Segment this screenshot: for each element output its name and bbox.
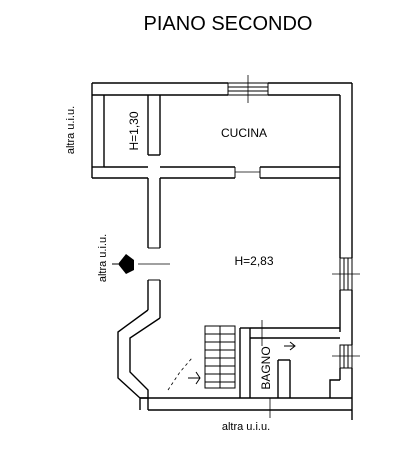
stair-wall <box>117 309 161 410</box>
room-label-bagno: BAGNO <box>259 346 273 389</box>
inner-wall-left <box>138 178 170 318</box>
window-right-lower <box>332 344 360 369</box>
bottom-left-walls <box>140 397 271 418</box>
window-right-upper <box>332 257 360 291</box>
neighbor-label-bottom: altra u.i.u. <box>222 421 270 433</box>
bagno-walls <box>239 320 340 398</box>
neighbor-label-middle-left: altra u.i.u. <box>97 234 109 282</box>
height-label-main: H=2,83 <box>234 254 273 268</box>
fireplace-icon <box>112 254 134 274</box>
room-label-cucina: CUCINA <box>221 126 267 140</box>
staircase <box>167 325 236 391</box>
kitchen-corridor-walls <box>91 95 340 179</box>
height-label-corridor: H=1,30 <box>127 111 141 150</box>
window-top <box>227 75 269 103</box>
outer-walls <box>91 82 353 420</box>
plan-title: PIANO SECONDO <box>144 13 313 35</box>
neighbor-label-top-left: altra u.i.u. <box>65 106 77 154</box>
